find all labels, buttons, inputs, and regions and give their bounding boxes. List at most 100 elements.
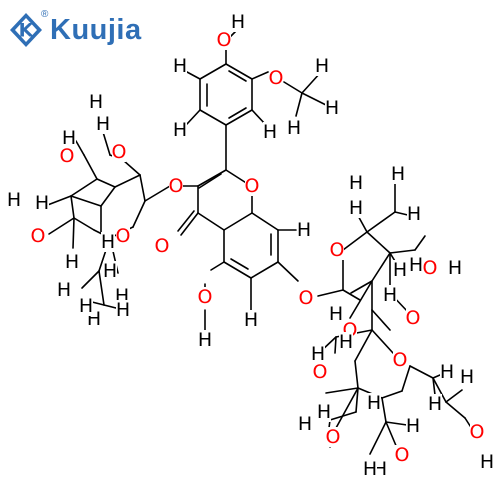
atom-label-bg (116, 300, 130, 320)
atom-label-bg (57, 280, 71, 300)
hydrogen-atom-label: H (7, 189, 21, 211)
atom-label-bg (244, 310, 258, 330)
kuujia-logo-mark: K (10, 13, 42, 47)
hydrogen-atom-label: H (480, 451, 494, 473)
atom-label-bg (79, 296, 93, 316)
oxygen-atom-label: O (169, 175, 184, 197)
atom-label-bg (217, 30, 231, 50)
atom-label-bg (96, 114, 110, 134)
hydrogen-atom-label: H (57, 279, 71, 301)
atom-label-bg (363, 459, 377, 479)
hydrogen-atom-label: H (287, 117, 301, 139)
atom-label-bg (65, 252, 79, 272)
oxygen-atom-label: O (112, 141, 127, 163)
atom-label-bg (480, 452, 494, 472)
atom-label-bg (31, 226, 45, 246)
hydrogen-atom-label: H (173, 55, 187, 77)
atom-label-bg (297, 220, 311, 240)
hydrogen-atom-label: H (116, 299, 130, 321)
hydrogen-atom-label: H (89, 91, 103, 113)
hydrogen-atom-label: H (35, 192, 49, 214)
hydrogen-atom-label: H (96, 113, 110, 135)
atom-label-bg (101, 232, 115, 252)
oxygen-atom-label: O (393, 349, 408, 371)
atom-label-bg (263, 122, 277, 142)
hydrogen-atom-label: H (339, 331, 353, 353)
hydrogen-atom-label: H (198, 329, 212, 351)
hydrogen-atom-label: H (65, 251, 79, 273)
atom-label-bg (298, 414, 312, 434)
atom-label-bg (311, 344, 325, 364)
atom-label-bg (313, 362, 327, 382)
atom-label-bg (406, 416, 420, 436)
oxygen-atom-label: O (245, 175, 260, 197)
atom-label-bg (470, 422, 484, 442)
hydrogen-atom-label: H (101, 231, 115, 253)
atom-label-bg (299, 288, 313, 308)
atom-label-bg (349, 198, 363, 218)
atom-label-bg (329, 304, 343, 324)
atom-label-bg (448, 258, 462, 278)
hydrogen-atom-label: H (325, 97, 339, 119)
oxygen-atom-label: O (60, 145, 75, 167)
oxygen-atom-label: O (217, 29, 232, 51)
hydrogen-atom-label: H (173, 119, 187, 141)
hydrogen-atom-label: H (383, 284, 397, 306)
atom-label-bg (116, 226, 130, 246)
hydrogen-atom-label: H (391, 163, 405, 185)
atom-label-bg (383, 285, 397, 305)
brand-name: Kuujia (50, 13, 142, 46)
atom-label-bg (112, 142, 126, 162)
atom-label-bg (103, 261, 117, 281)
logo-mark-letter: K (19, 20, 35, 42)
hydrogen-atom-label: H (407, 203, 421, 225)
hydrogen-atom-label: H (298, 413, 312, 435)
atom-label-bg (349, 173, 363, 193)
hydrogen-atom-label: H (406, 415, 420, 437)
atom-label-bg (317, 402, 331, 422)
atom-label-bg (409, 255, 423, 275)
atom-label-bg (326, 427, 340, 447)
oxygen-atom-label: O (198, 286, 213, 308)
atom-label-bg (315, 56, 329, 76)
atom-label-bg (173, 120, 187, 140)
atom-label-bg (330, 240, 344, 260)
hydrogen-atom-label: H (315, 55, 329, 77)
hydrogen-atom-label: H (103, 260, 117, 282)
atom-label-bg (198, 330, 212, 350)
atom-label-bg (325, 98, 339, 118)
hydrogen-atom-label: H (263, 121, 277, 143)
oxygen-atom-label: O (269, 67, 284, 89)
atom-label-bg (7, 190, 21, 210)
oxygen-atom-label: O (155, 235, 170, 257)
atom-label-bg (440, 362, 454, 382)
atom-label-bg (269, 68, 283, 88)
hydrogen-atom-label: H (393, 259, 407, 281)
oxygen-atom-label: O (299, 287, 314, 309)
atom-label-bg (428, 394, 442, 414)
atom-label-bg (460, 367, 474, 387)
atom-label-bg (89, 92, 103, 112)
hydrogen-atom-label: H (62, 127, 76, 149)
hydrogen-atom-label: H (440, 361, 454, 383)
atom-label-bg (245, 176, 259, 196)
kuujia-logo: K ® Kuujia (8, 9, 142, 48)
atom-label-bg (60, 146, 74, 166)
atom-label-bg (35, 193, 49, 213)
hydrogen-atom-label: H (231, 11, 245, 33)
hydrogen-atom-label: H (363, 458, 377, 480)
atom-label-bg (393, 260, 407, 280)
oxygen-atom-label: O (313, 361, 328, 383)
hydrogen-atom-label: H (79, 295, 93, 317)
atom-label-bg (287, 118, 301, 138)
atom-label-bg (62, 128, 76, 148)
atom-label-bg (367, 393, 381, 413)
hydrogen-atom-label: H (329, 303, 343, 325)
atom-label-bg (391, 164, 405, 184)
atom-label-bg (231, 12, 245, 32)
atom-label-bg (173, 56, 187, 76)
oxygen-atom-label: O (406, 307, 421, 329)
hydrogen-atom-label: H (244, 309, 258, 331)
